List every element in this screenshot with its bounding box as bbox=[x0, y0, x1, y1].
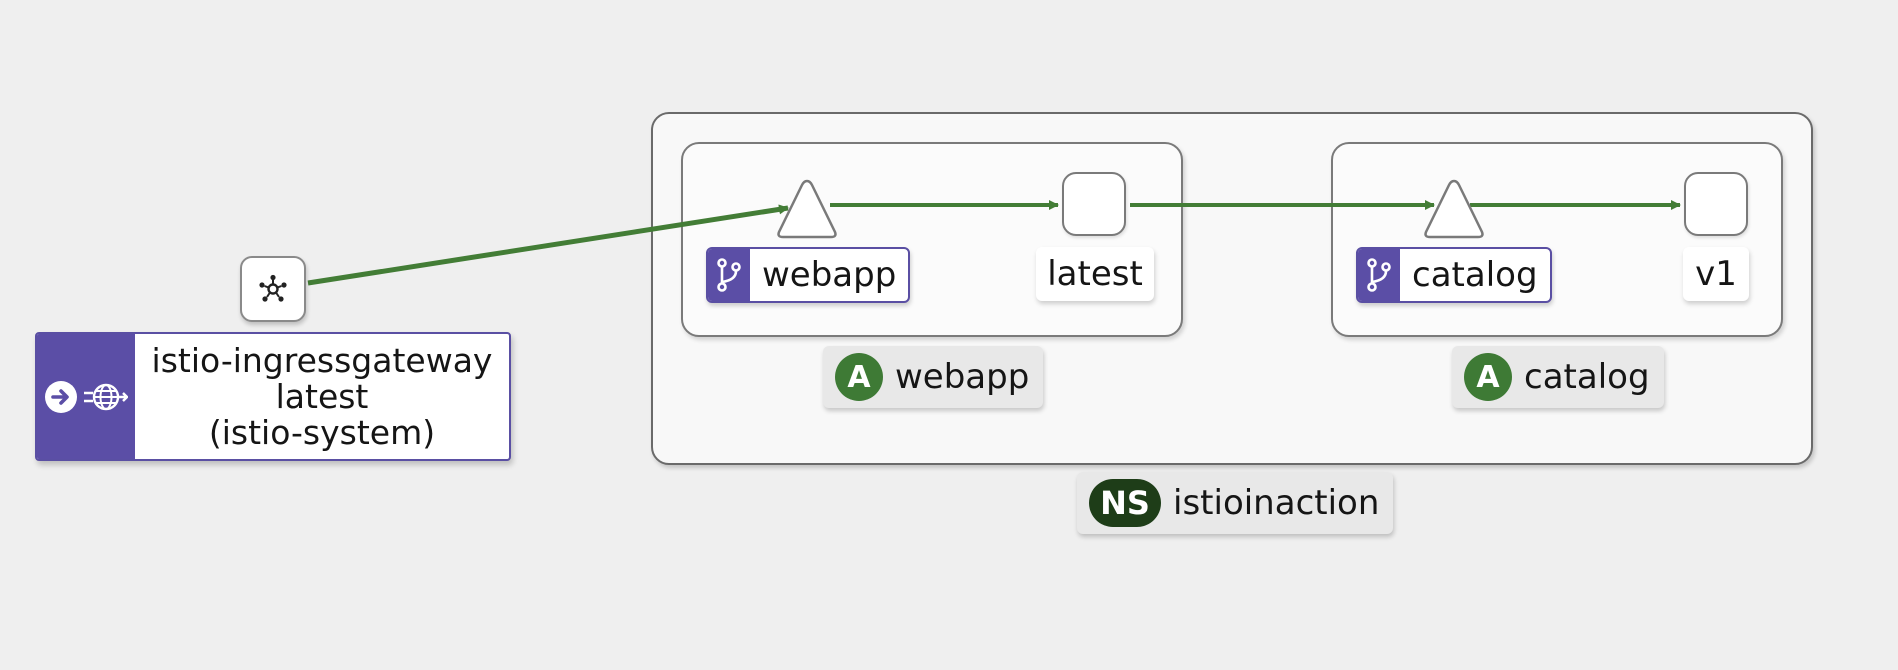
service-label-text: webapp bbox=[762, 255, 897, 295]
workload-label-v1[interactable]: v1 bbox=[1683, 247, 1749, 301]
gateway-label-text: istio-ingressgateway latest (istio-syste… bbox=[135, 334, 509, 459]
service-node-webapp[interactable] bbox=[775, 178, 839, 240]
app-label-text: webapp bbox=[895, 357, 1030, 397]
globe-arrow-icon bbox=[84, 383, 128, 410]
ingress-gateway-icon bbox=[259, 274, 287, 302]
edge-gateway-to-webapp[interactable] bbox=[307, 204, 789, 286]
service-branch-icon bbox=[708, 249, 750, 301]
app-label-text: catalog bbox=[1524, 357, 1650, 397]
arrow-right-circle-icon bbox=[45, 380, 77, 413]
gateway-label[interactable]: istio-ingressgateway latest (istio-syste… bbox=[35, 332, 511, 461]
service-branch-icon bbox=[1358, 249, 1400, 301]
service-label-catalog[interactable]: catalog bbox=[1356, 247, 1552, 303]
workload-label-latest[interactable]: latest bbox=[1036, 247, 1154, 301]
gateway-badge bbox=[37, 334, 135, 459]
namespace-badge: NS bbox=[1089, 479, 1161, 527]
namespace-label[interactable]: NS istioinaction bbox=[1077, 472, 1394, 534]
workload-node-v1[interactable] bbox=[1684, 172, 1748, 236]
service-node-catalog[interactable] bbox=[1422, 178, 1486, 240]
app-badge: A bbox=[835, 353, 883, 401]
gateway-node[interactable] bbox=[240, 256, 306, 322]
app-badge: A bbox=[1464, 353, 1512, 401]
gateway-version: latest bbox=[275, 376, 369, 416]
workload-node-latest[interactable] bbox=[1062, 172, 1126, 236]
app-label-webapp[interactable]: A webapp bbox=[823, 346, 1044, 408]
service-label-text: catalog bbox=[1412, 255, 1538, 295]
service-label-webapp[interactable]: webapp bbox=[706, 247, 911, 303]
namespace-label-text: istioinaction bbox=[1173, 483, 1380, 523]
app-label-catalog[interactable]: A catalog bbox=[1452, 346, 1664, 408]
gateway-name: istio-ingressgateway bbox=[151, 340, 493, 380]
gateway-namespace: (istio-system) bbox=[208, 412, 436, 452]
